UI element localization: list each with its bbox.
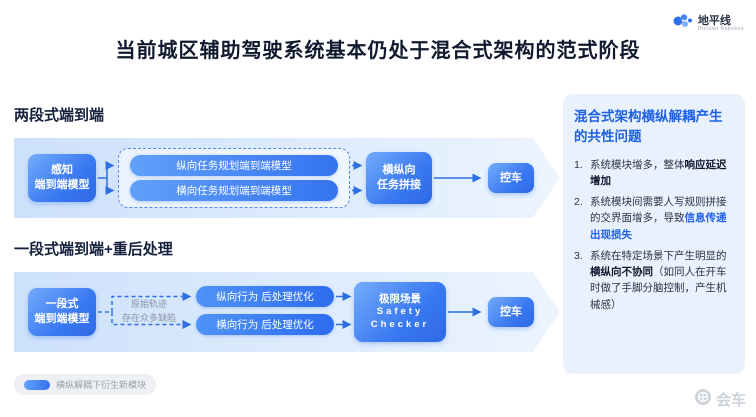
- section2-flow-banner: 一段式 端到端模型 原始轨迹 存在众多缺陷 纵向行为 后处理优化 横向行为 后处…: [14, 272, 560, 352]
- watermark-text: 会车: [715, 392, 746, 409]
- issue-2-number: 2.: [574, 196, 583, 209]
- issues-panel-title: 混合式架构横纵解耦产生的共性问题: [574, 109, 723, 145]
- brand-logo: 地平线 Horizon Robotics: [672, 12, 744, 35]
- safety-checker-box: 极限场景 Safety Checker: [354, 282, 446, 342]
- brand-subname: Horizon Robotics: [697, 25, 744, 32]
- issue-1-number: 1.: [574, 158, 583, 171]
- section1-heading: 两段式端到端: [14, 107, 105, 124]
- lateral-planning-pill: 横向任务规划端到端模型: [130, 180, 338, 201]
- safety-checker-en2: Checker: [370, 319, 430, 331]
- watermark-logo-icon: [694, 388, 712, 411]
- brand-text: 地平线 Horizon Robotics: [698, 15, 744, 33]
- issue-item-2: 2. 系统模块间需要人写规则拼接的交界面增多，导致信息传递出现损失: [574, 194, 734, 243]
- issue-item-1: 1. 系统模块增多，整体响应延迟增加: [574, 157, 734, 190]
- section1-flow-banner: 感知 端到端模型 纵向任务规划端到端模型 横向任务规划端到端模型 横纵向 任务拼…: [14, 138, 560, 218]
- legend-label: 横纵解耦下衍生新模块: [56, 380, 147, 390]
- safety-checker-en1: Safety: [376, 306, 424, 318]
- issues-panel: 混合式架构横纵解耦产生的共性问题 1. 系统模块增多，整体响应延迟增加 2. 系…: [563, 94, 745, 374]
- safety-checker-cn: 极限场景: [379, 293, 421, 306]
- issues-list: 1. 系统模块增多，整体响应延迟增加 2. 系统模块间需要人写规则拼接的交界面增…: [574, 157, 734, 313]
- perception-e2e-model-box: 感知 端到端模型: [28, 154, 96, 202]
- legend: 横纵解耦下衍生新模块: [14, 374, 157, 395]
- longitudinal-planning-pill: 纵向任务规划端到端模型: [130, 155, 338, 176]
- legend-pill-icon: [24, 379, 50, 390]
- vehicle-control-box-2: 控车: [488, 297, 534, 327]
- issue-3-text: 系统在特定场景下产生明显的横纵向不协同（如同人在开车时做了手脚分脑控制，产生机械…: [590, 249, 727, 311]
- lateral-postprocess-pill: 横向行为 后处理优化: [196, 314, 334, 335]
- watermark: 会车: [694, 388, 746, 411]
- one-stage-e2e-model-box: 一段式 端到端模型: [28, 288, 96, 336]
- brand-name: 地平线: [697, 14, 731, 27]
- raw-trajectory-note: 原始轨迹 存在众多缺陷: [121, 299, 176, 323]
- section2-heading: 一段式端到端+重后处理: [14, 241, 173, 258]
- horizon-brain-icon: [672, 12, 694, 35]
- task-merge-box: 横纵向 任务拼接: [366, 152, 432, 204]
- issue-3-number: 3.: [574, 249, 583, 262]
- longitudinal-postprocess-pill: 纵向行为 后处理优化: [196, 286, 334, 307]
- page-title: 当前城区辅助驾驶系统基本仍处于混合式架构的范式阶段: [115, 40, 641, 62]
- issue-1-text: 系统模块增多，整体响应延迟增加: [590, 158, 727, 187]
- issue-2-text: 系统模块间需要人写规则拼接的交界面增多，导致信息传递出现损失: [590, 196, 727, 241]
- issue-item-3: 3. 系统在特定场景下产生明显的横纵向不协同（如同人在开车时做了手脚分脑控制，产…: [574, 248, 734, 313]
- vehicle-control-box-1: 控车: [488, 163, 534, 193]
